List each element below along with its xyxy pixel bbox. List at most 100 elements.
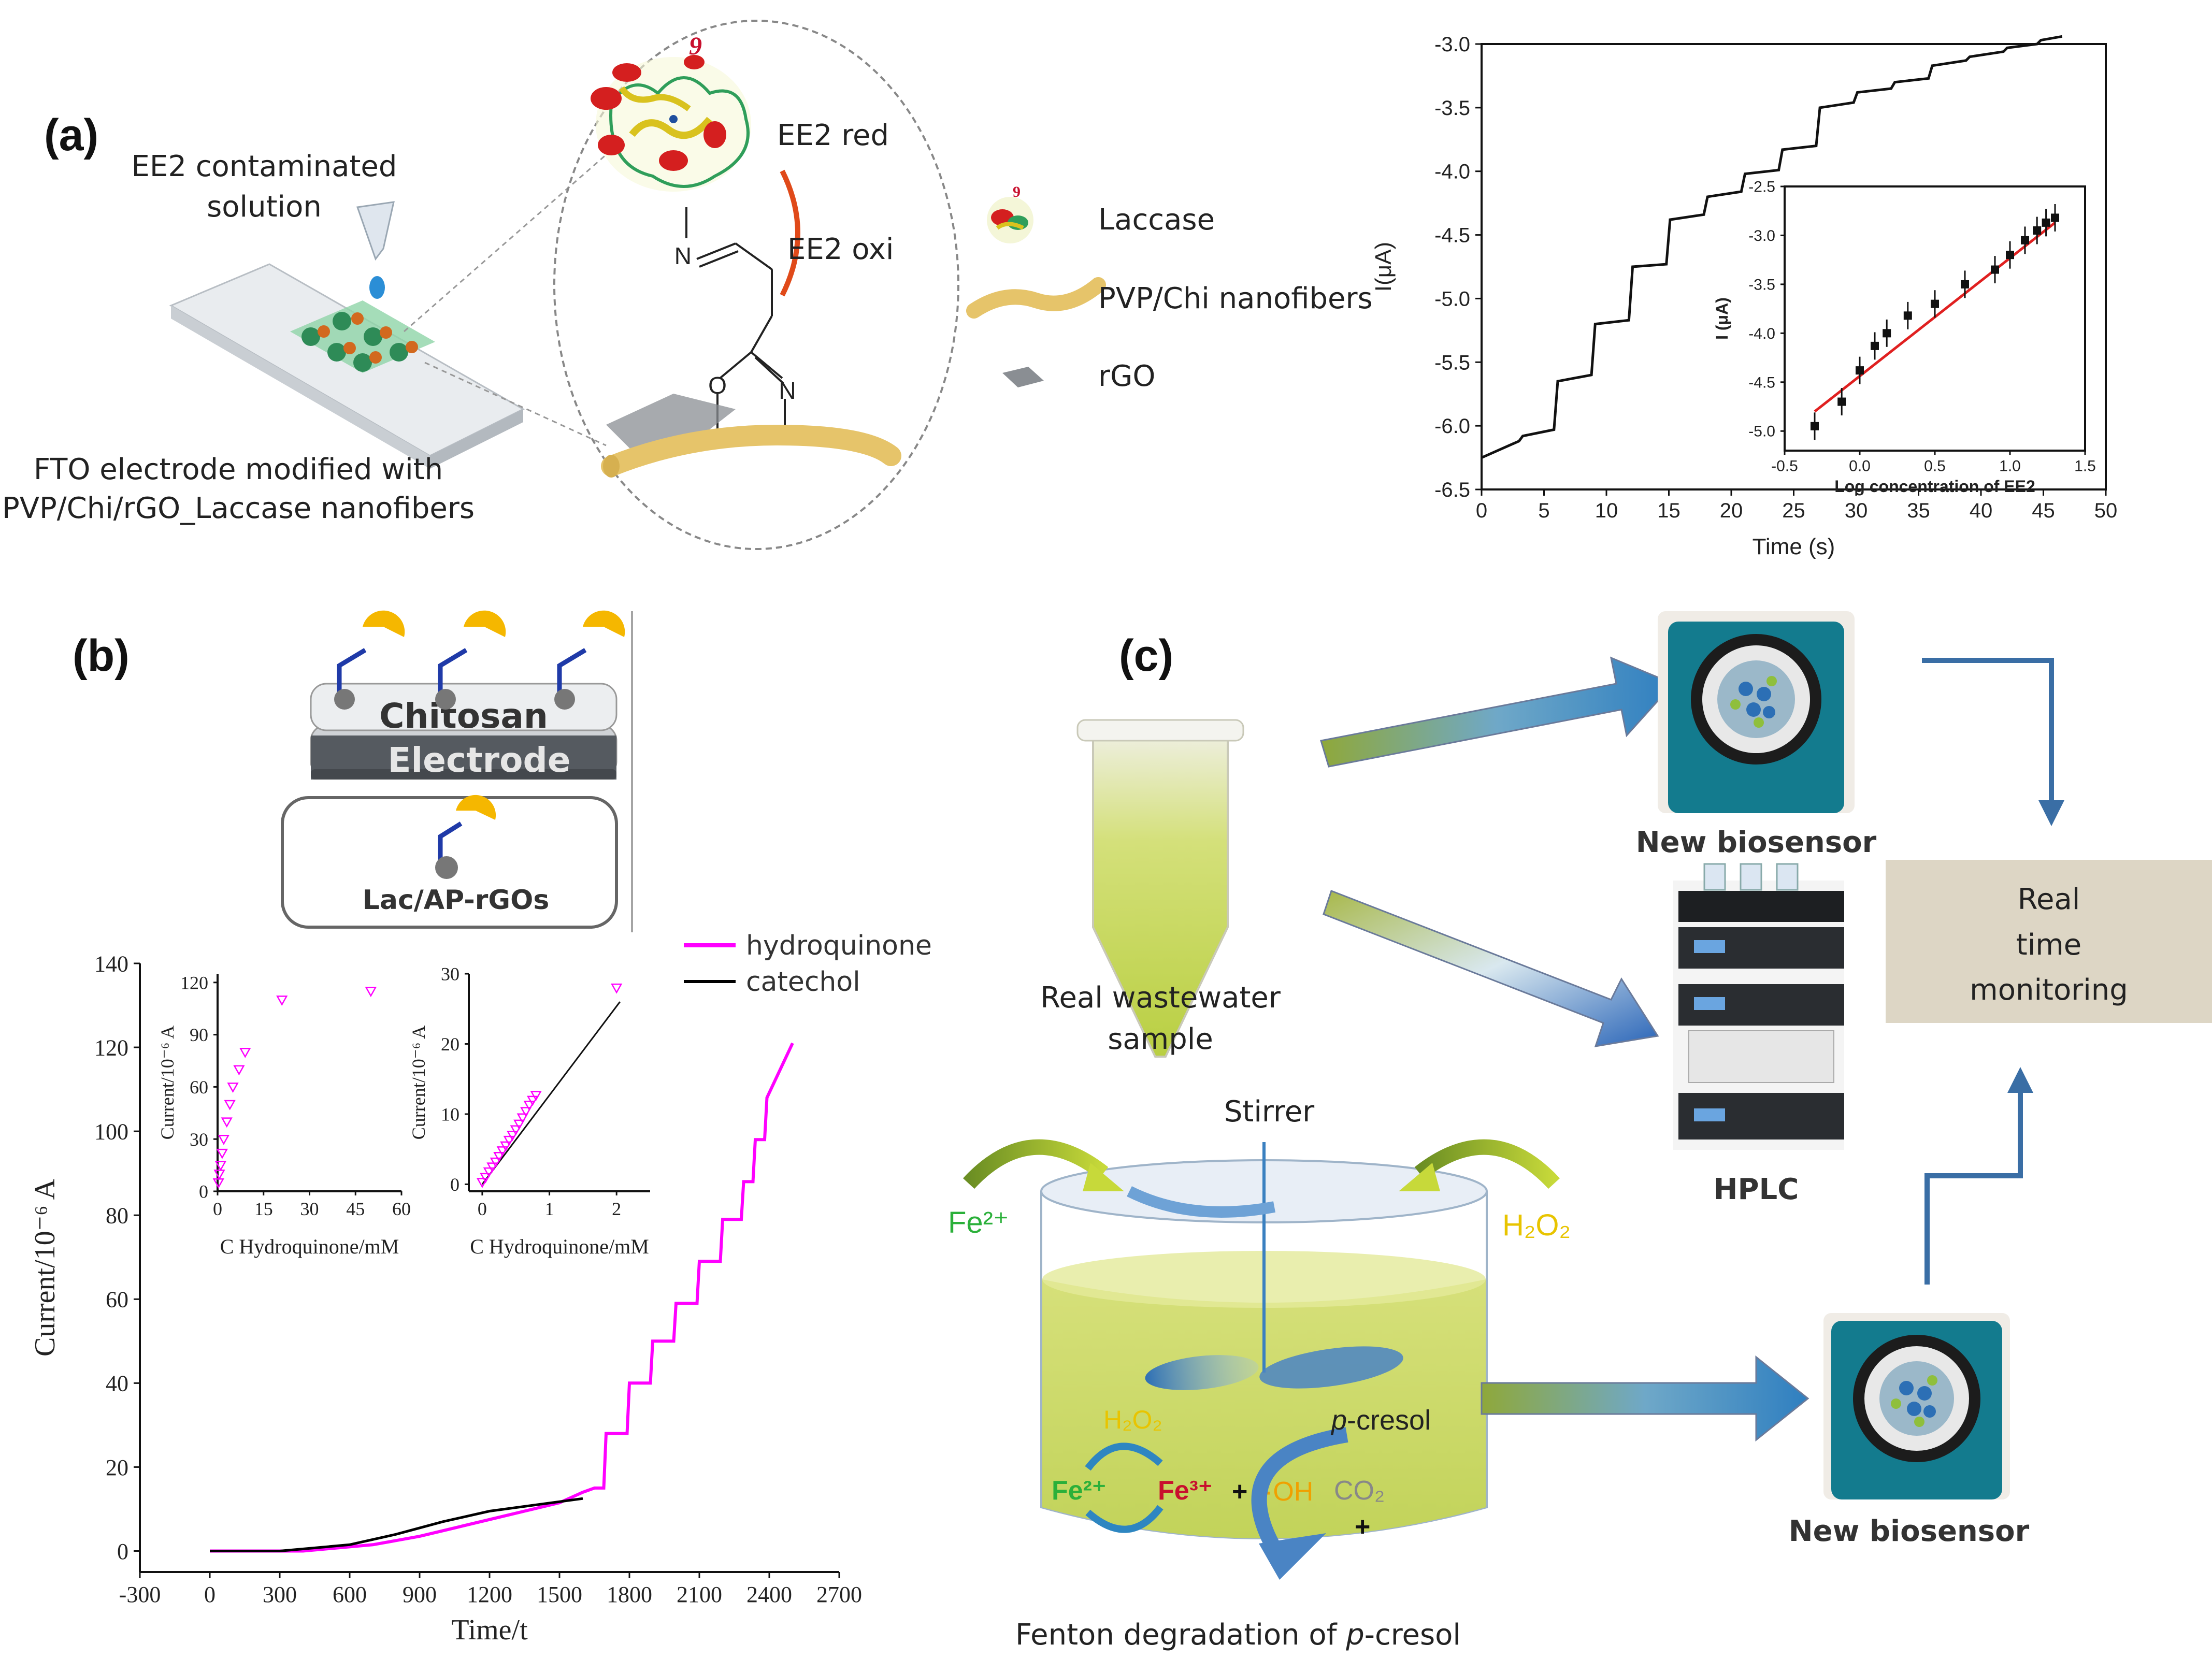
- b-inset2-xlabel: C Hydroquinone/mM: [470, 1235, 649, 1258]
- b-main-xtick-label: 1200: [467, 1582, 512, 1607]
- b-inset2-xtick-label: 0: [478, 1199, 487, 1219]
- b-inset1-ylabel: Current/10⁻⁶ A: [157, 1026, 178, 1140]
- a-inset-point: [1991, 265, 1999, 274]
- electrode-label-line2: PVP/Chi/rGO_Laccase nanofibers: [2, 492, 475, 525]
- a-main-ytick-label: -5.0: [1434, 287, 1470, 310]
- panel-b-legend: hydroquinone catechol: [684, 930, 932, 998]
- arrow-to-biosensor: [1320, 656, 1675, 768]
- b-inset2-ylabel: Current/10⁻⁶ A: [408, 1026, 429, 1140]
- b-inset2-point: [516, 1113, 528, 1124]
- panel-a-legend: 9 Laccase PVP/Chi nanofibers rGO: [966, 183, 1373, 393]
- b-main-xtick-label: 300: [263, 1582, 297, 1607]
- b-inset1-xlabel: C Hydroquinone/mM: [220, 1235, 399, 1258]
- b-inset2-ytick-label: 10: [441, 1104, 459, 1125]
- a-main-xtick-label: 0: [1476, 499, 1487, 522]
- pipette-icon: [356, 201, 395, 299]
- b-main-xtick-label: 900: [403, 1582, 437, 1607]
- nanofiber-clusters: [301, 312, 418, 372]
- b-inset1-xtick-label: 60: [392, 1199, 411, 1219]
- a-inset-ytick-label: -5.0: [1748, 423, 1775, 440]
- legend-nanofibers: PVP/Chi nanofibers: [1098, 282, 1373, 315]
- a-inset-point: [1931, 299, 1939, 308]
- panel-b-letter: (b): [73, 631, 130, 681]
- b-inset1-point: [233, 1065, 245, 1076]
- a-main-ytick-label: -3.5: [1434, 97, 1470, 120]
- fe2-inner: Fe²⁺: [1052, 1476, 1106, 1506]
- plus-1: +: [1232, 1477, 1247, 1507]
- electrode-layer-label: Electrode: [387, 740, 570, 780]
- a-main-ytick-label: -6.5: [1434, 479, 1470, 501]
- lac-ap-rgos-label: Lac/AP-rGOs: [363, 885, 550, 916]
- a-main-ylabel: I(μA): [1371, 242, 1396, 292]
- a-inset-xlabel: Log concentration of EE2: [1834, 477, 2035, 496]
- pcresol-arrow: [1251, 1427, 1348, 1553]
- b-main-xtick-label: -300: [119, 1582, 161, 1607]
- chem-n-label-1: N: [674, 242, 692, 269]
- b-inset1-ytick-label: 30: [190, 1129, 208, 1150]
- lac-ap-rgos-box: Lac/AP-rGOs: [281, 795, 618, 929]
- b-inset1-point: [212, 1178, 224, 1189]
- fe2-curved-arrow: [963, 1139, 1109, 1189]
- nanofiber-legend-icon: [966, 277, 1106, 319]
- b-inset1-ytick-label: 90: [190, 1025, 208, 1045]
- legend-laccase: Laccase: [1098, 203, 1215, 237]
- a-inset-xtick-label: 0.5: [1924, 458, 1946, 475]
- nanofiber-end: [603, 455, 620, 478]
- a-inset-xtick-label: 1.0: [1999, 458, 2021, 475]
- a-main-ytick-label: -5.5: [1434, 351, 1470, 374]
- fenton-caption: Fenton degradation of p-cresol: [1015, 1618, 1461, 1652]
- connector-arrowhead-up: [2007, 1067, 2033, 1093]
- fe3-inner: Fe³⁺: [1158, 1476, 1212, 1506]
- a-main-frame: [1481, 43, 2107, 491]
- b-inset2-xtick-label: 1: [545, 1199, 554, 1219]
- b-inset2-point: [530, 1091, 542, 1101]
- a-inset-xtick-label: 1.5: [2074, 458, 2096, 475]
- b-inset2-point: [476, 1178, 489, 1188]
- a-main-xtick-label: 35: [1907, 499, 1930, 522]
- ee2-red-label: EE2 red: [777, 119, 889, 152]
- monitor-line3: monitoring: [1970, 973, 2128, 1007]
- a-inset-xtick-label: 0.0: [1849, 458, 1871, 475]
- b-main-ytick-label: 20: [106, 1455, 128, 1480]
- panel-a: (a) EE2 contaminated solution FTO electr…: [2, 20, 1373, 550]
- b-main-ytick-label: 40: [106, 1371, 128, 1396]
- fto-electrode: [169, 263, 525, 469]
- panel-b: (b) Chitosan Electrode: [73, 610, 932, 998]
- stir-arrow: [1127, 1186, 1276, 1218]
- b-main-ytick-label: 100: [94, 1119, 128, 1145]
- nanofiber: [601, 424, 901, 477]
- b-inset1-xtick-label: 15: [254, 1199, 273, 1219]
- sample-label-line1: Real wastewater: [1040, 981, 1281, 1015]
- b-inset2-point: [500, 1141, 512, 1152]
- b-main-xtick-label: 1500: [537, 1582, 582, 1607]
- rgo-legend-icon: [1002, 367, 1044, 387]
- a-main-xtick-label: 40: [1970, 499, 1993, 522]
- b-main-xtick-label: 600: [333, 1582, 367, 1607]
- b-inset2-fit-line: [481, 1001, 621, 1185]
- hplc-label: HPLC: [1714, 1173, 1799, 1206]
- b-main-ytick-label: 120: [94, 1035, 128, 1060]
- b-inset2-point: [486, 1162, 498, 1173]
- b-main-ytick-label: 60: [106, 1287, 128, 1313]
- plus-2: +: [1355, 1512, 1370, 1542]
- a-inset-point: [2006, 251, 2014, 259]
- b-inset1-point: [276, 996, 288, 1006]
- series-hydroquinone: [210, 1042, 794, 1553]
- h2o2-curved-arrow: [1414, 1139, 1560, 1189]
- h2o-label: H₂O: [1337, 1546, 1387, 1576]
- panel-c: (c) Real wastewater sample New biosensor: [948, 611, 2212, 1652]
- b-inset1-point: [216, 1148, 228, 1159]
- co2-label: CO₂: [1334, 1476, 1385, 1506]
- a-inset-point: [1871, 341, 1879, 350]
- a-main-ytick-label: -4.5: [1434, 224, 1470, 247]
- biosensor-top-icon: [1658, 611, 1855, 813]
- b-main-xlabel: Time/t: [451, 1614, 528, 1646]
- legend-hydroquinone: hydroquinone: [746, 930, 932, 961]
- a-inset-point: [1883, 329, 1891, 338]
- a-inset-ytick-label: -3.0: [1748, 227, 1775, 244]
- b-inset1-point: [214, 1161, 227, 1172]
